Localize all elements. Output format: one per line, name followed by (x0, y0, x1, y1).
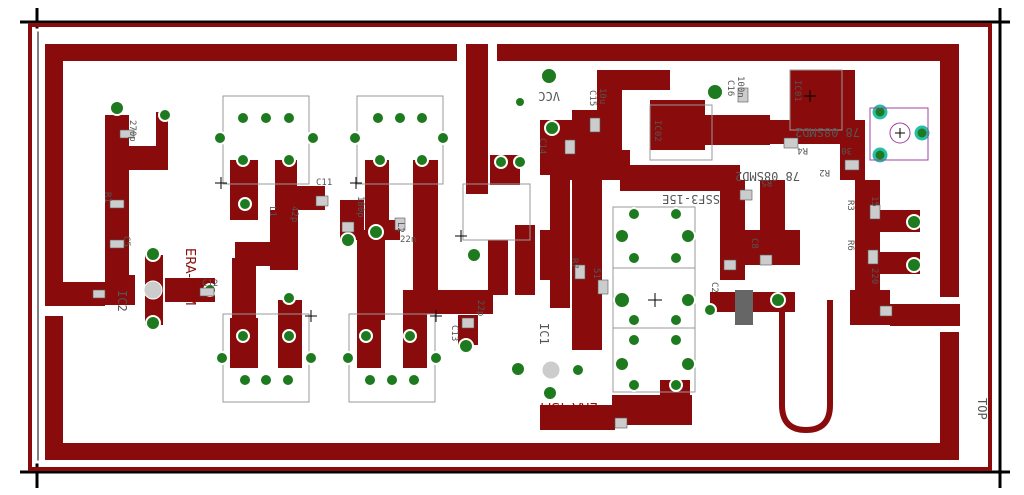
c5-label: C5 (121, 236, 131, 247)
r2-label: R2 (819, 167, 830, 177)
value-22n: 22n (400, 235, 416, 245)
vcc-label: VCC (538, 89, 560, 103)
value-100n: 100n (735, 76, 745, 98)
c16-label: C16 (725, 80, 735, 96)
board-edge (28, 23, 992, 471)
crosshair-marks (215, 90, 816, 322)
c8-label: C8 (749, 238, 759, 249)
value-42p: 42p (289, 206, 299, 222)
c13-label: C13 (449, 325, 459, 341)
smd-parts (92, 87, 893, 429)
value-22p: 22p (475, 300, 485, 316)
value-220: 220 (869, 268, 879, 284)
c12-label: C12 (202, 279, 218, 289)
value-51: 51 (591, 268, 601, 279)
r7-label: R7 (569, 258, 579, 269)
right-traces (540, 70, 920, 430)
l1-label: L1 (267, 206, 277, 217)
value-270p: 270p (127, 120, 137, 142)
pads (109, 67, 930, 401)
c11-label: C11 (316, 178, 332, 188)
value-180p: 180p (355, 196, 365, 218)
ground-ring (45, 44, 959, 460)
r3-label: R3 (845, 200, 855, 211)
silkscreen-labels: ERA-4SM ERA-4SM IC2 IC1 VCC TOP IC02 IC0… (102, 76, 989, 420)
c15-label: C15 (587, 90, 597, 106)
value-15: 15 (869, 196, 879, 207)
era-cross-icon (143, 280, 561, 380)
reg2-label: 78 08SMD2 (795, 125, 860, 139)
ic1-label: IC1 (537, 323, 551, 345)
era-bottom-label: ERA-4SM (540, 399, 598, 414)
c14-label: C14 (537, 138, 547, 154)
reg1-label: 78 08SMD2 (735, 169, 800, 183)
c2-label: C2 (709, 282, 719, 293)
r4-label: R4 (797, 145, 808, 155)
ss-ref-label: SSF3-15E (662, 192, 720, 206)
l2-label: L2 (395, 222, 405, 233)
r6-label: R6 (845, 240, 855, 251)
ic02-label: IC02 (652, 120, 662, 142)
r5-label: R5 (761, 177, 772, 187)
ic2-label: IC2 (115, 290, 129, 312)
ic01-label: IC01 (792, 80, 802, 102)
rf-output-strip (890, 304, 960, 326)
top-label: TOP (975, 398, 989, 420)
inductor-loop (779, 300, 833, 434)
era-left-label: ERA-4SM (182, 248, 197, 306)
r1-label: R1 (102, 192, 112, 203)
value-10u: 10u (597, 88, 607, 104)
value-30: 30 (841, 145, 852, 155)
left-traces (105, 112, 535, 368)
